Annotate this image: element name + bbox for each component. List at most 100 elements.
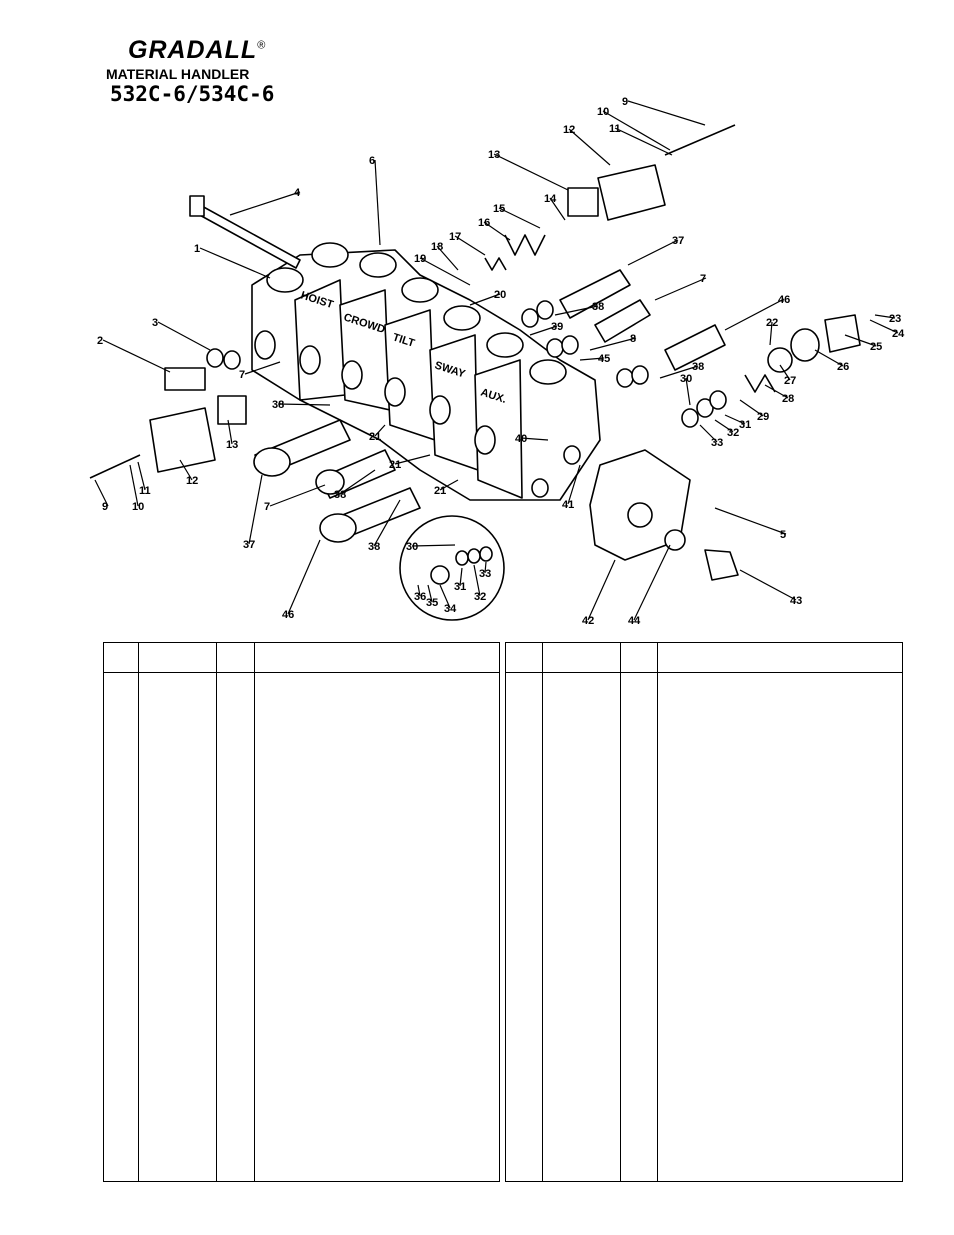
callout-number: 30: [680, 373, 692, 385]
callout-number: 29: [757, 411, 769, 423]
callout-leader: [844, 334, 877, 347]
callout-leader: [814, 349, 844, 367]
callout-leader: [227, 419, 233, 445]
callout-leader: [373, 499, 401, 547]
callout-leader: [269, 484, 326, 507]
callout-leader: [614, 127, 673, 156]
callout-leader: [633, 544, 671, 621]
callout-leader: [374, 159, 381, 246]
parts-table-right: [505, 642, 903, 1182]
callout-number: 41: [562, 499, 574, 511]
callout-number: 46: [778, 294, 790, 306]
callout-number: 24: [892, 328, 905, 340]
callout-number: 43: [790, 595, 802, 607]
callout-leader: [627, 239, 679, 266]
callout-number: 5: [780, 529, 786, 541]
callout-leader: [627, 100, 706, 126]
callout-number: 13: [226, 439, 238, 451]
callout-number: 1: [194, 243, 200, 255]
callout-leader: [724, 298, 785, 331]
callout-leader: [244, 361, 281, 375]
callout-leader: [484, 561, 487, 574]
table-header-rule: [104, 672, 499, 673]
callout-number: 30: [406, 541, 418, 553]
callout-number: 39: [551, 321, 563, 333]
callout-number: 40: [515, 433, 527, 445]
callout-leader: [374, 424, 386, 437]
callout-number: 33: [479, 568, 491, 580]
callout-leader: [769, 321, 773, 346]
callout-number: 15: [493, 203, 505, 215]
callout-number: 16: [478, 217, 490, 229]
callout-leader: [568, 128, 611, 166]
callout-number: 7: [264, 501, 270, 513]
callout-number: 26: [837, 361, 849, 373]
product-title: MATERIAL HANDLER: [106, 66, 250, 82]
callout-number: 28: [782, 393, 794, 405]
callout-number: 21: [434, 485, 446, 497]
callout-number: 32: [474, 591, 486, 603]
callout-leader: [714, 507, 787, 535]
col-divider: [542, 643, 543, 1181]
callout-leader: [157, 321, 211, 351]
callout-number: 19: [414, 253, 426, 265]
callout-number: 11: [609, 123, 621, 135]
col-divider: [657, 643, 658, 1181]
callout-number: 4: [294, 187, 301, 199]
callout-leader: [874, 314, 896, 319]
callout-leader: [764, 384, 789, 399]
callout-number: 6: [369, 155, 375, 167]
callout-number: 22: [766, 317, 778, 329]
callout-leader: [739, 399, 764, 417]
callout-leader: [739, 569, 797, 601]
callout-leader: [339, 469, 376, 495]
callout-number: 34: [444, 603, 457, 615]
callout-number: 2: [97, 335, 103, 347]
callout-leader: [102, 339, 171, 373]
callout-leader: [411, 544, 456, 547]
callout-number: 17: [449, 231, 461, 243]
callout-number: 10: [597, 106, 609, 118]
callout-leader: [659, 365, 699, 379]
callout-leader: [567, 464, 581, 505]
callout-leader: [129, 464, 139, 507]
callout-number: 14: [544, 193, 557, 205]
callout-leader: [483, 221, 511, 241]
callout-leader: [602, 110, 671, 151]
callout-leader: [439, 584, 451, 609]
callout-number: 13: [488, 149, 500, 161]
callout-leader: [199, 247, 271, 279]
callout-leader: [779, 364, 791, 381]
callout-number: 12: [563, 124, 575, 136]
callout-number: 32: [727, 427, 739, 439]
callout-number: 38: [368, 541, 380, 553]
callout-leader: [654, 277, 707, 301]
callout-number: 7: [239, 369, 245, 381]
callout-number: 35: [426, 597, 438, 609]
callout-leader: [520, 437, 549, 441]
callout-number: 46: [282, 609, 294, 621]
callout-leader: [94, 479, 109, 507]
callout-leader: [454, 235, 486, 256]
callout-number: 33: [711, 437, 723, 449]
callout-number: 8: [630, 333, 636, 345]
callout-number: 37: [672, 235, 684, 247]
callout-number: 36: [414, 591, 426, 603]
callout-number: 20: [494, 289, 506, 301]
callout-leader: [589, 337, 637, 351]
callout-leader: [498, 207, 541, 229]
col-divider: [620, 643, 621, 1181]
callout-leader: [137, 461, 146, 491]
callout-leader: [394, 454, 431, 465]
callout-leader: [493, 153, 569, 191]
callout-leader: [714, 419, 734, 433]
callout-number: 9: [622, 96, 628, 108]
callout-leader: [248, 474, 263, 545]
callout-number: 38: [692, 361, 704, 373]
callout-leader: [699, 424, 718, 443]
callout-leader: [459, 567, 463, 587]
callout-number: 18: [431, 241, 443, 253]
callout-number: 11: [139, 485, 151, 497]
callout-number: 21: [389, 459, 401, 471]
callout-leader: [419, 257, 471, 286]
